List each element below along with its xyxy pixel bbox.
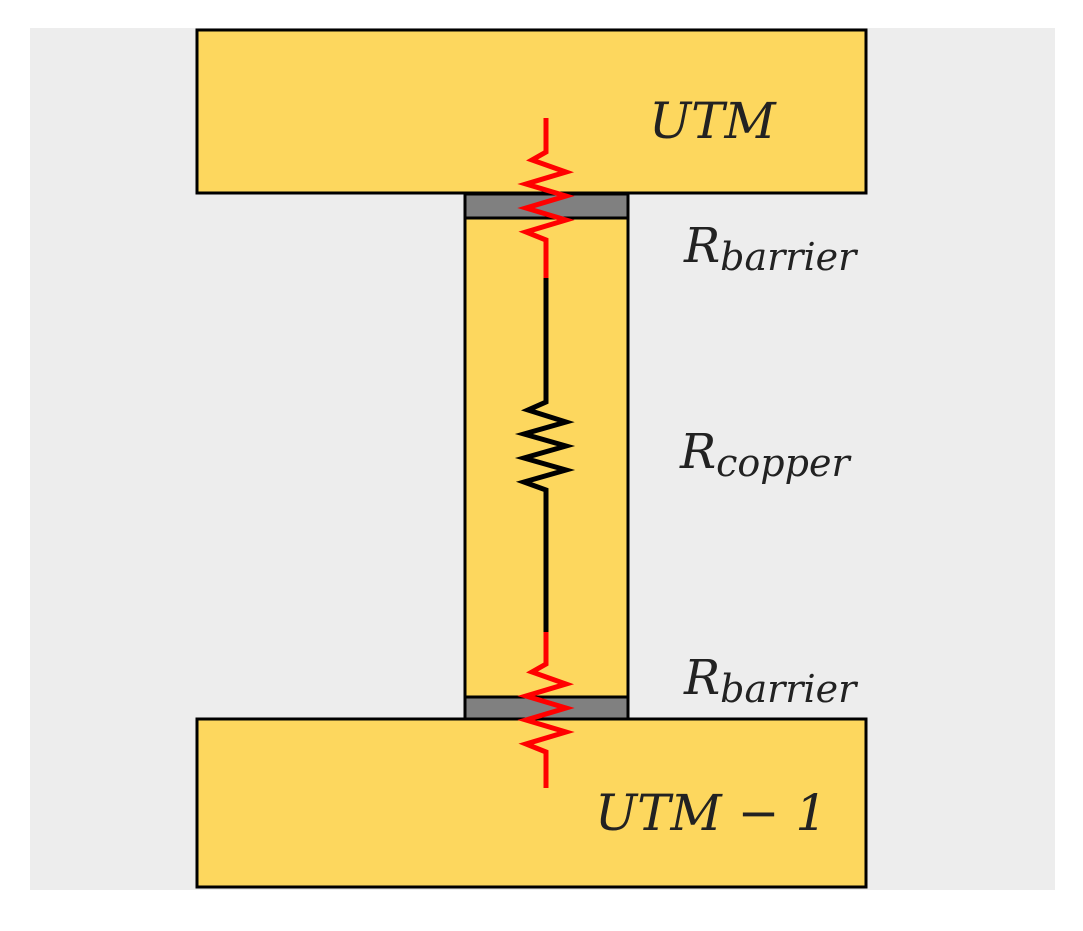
copper-label: Rcopper — [679, 424, 852, 485]
copper-label-sub: copper — [716, 441, 852, 485]
copper-label-main: R — [679, 424, 716, 480]
barrier-resistor-bottom-symbol — [517, 632, 575, 788]
barrier-label-bottom-main: R — [683, 650, 720, 706]
copper-resistor-symbol — [514, 275, 576, 632]
top-metal-label: UTM — [649, 92, 777, 150]
barrier-layer-bottom — [463, 695, 630, 721]
barrier-label-top-main: R — [683, 218, 720, 274]
barrier-label-top: Rbarrier — [683, 218, 859, 279]
barrier-resistor-top-symbol — [517, 118, 575, 278]
barrier-label-bottom: Rbarrier — [683, 650, 859, 711]
top-metal-layer — [195, 28, 868, 195]
bottom-metal-label: UTM − 1 — [595, 784, 827, 842]
barrier-label-bottom-sub: barrier — [720, 667, 859, 711]
barrier-label-top-sub: barrier — [720, 235, 859, 279]
